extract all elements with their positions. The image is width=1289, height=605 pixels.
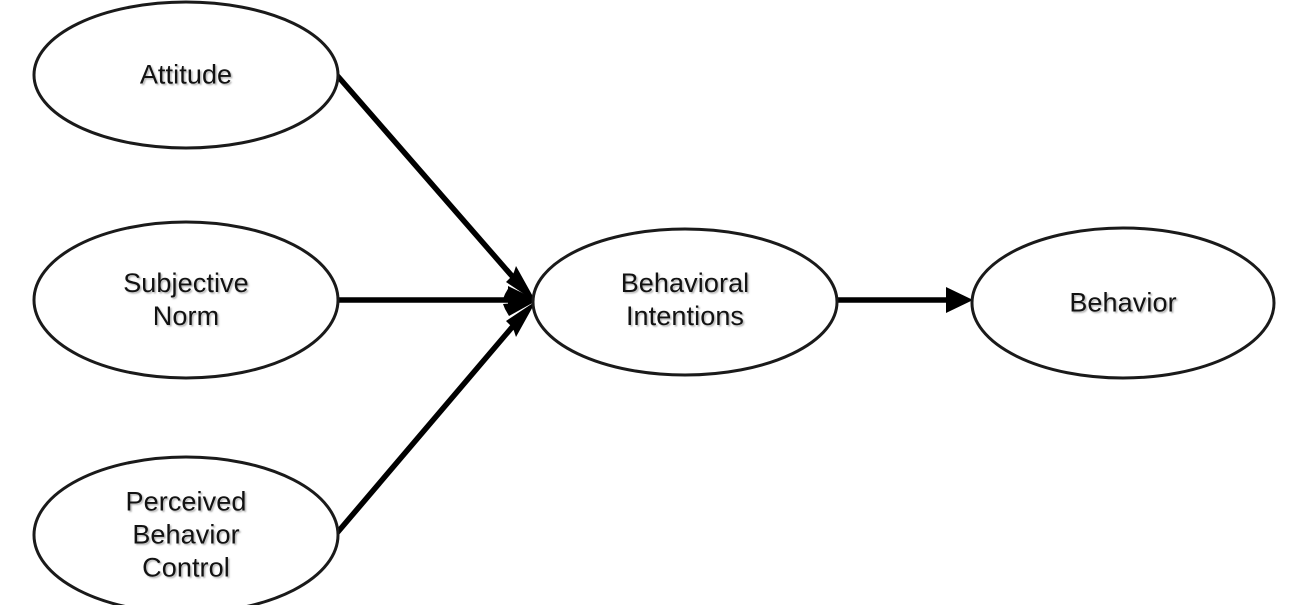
edge-perceived-control-to-intentions[interactable] — [334, 301, 536, 535]
node-attitude[interactable] — [32, 0, 340, 150]
node-behavioral-intentions[interactable] — [531, 227, 839, 377]
node-perceived-behavior-control[interactable] — [32, 455, 340, 605]
edge-intentions-to-behavior[interactable] — [838, 287, 973, 313]
edge-group — [332, 71, 973, 535]
edge-line — [332, 71, 528, 293]
node-behavior[interactable] — [970, 226, 1276, 380]
node-group — [32, 0, 1276, 605]
edge-attitude-to-intentions[interactable] — [332, 71, 536, 302]
arrowhead-icon — [506, 266, 536, 302]
node-subjective-norm[interactable] — [32, 220, 340, 380]
arrowhead-icon — [503, 301, 536, 316]
arrowhead-icon — [946, 287, 973, 313]
edge-line — [334, 310, 528, 535]
arrowhead-icon — [506, 301, 536, 337]
